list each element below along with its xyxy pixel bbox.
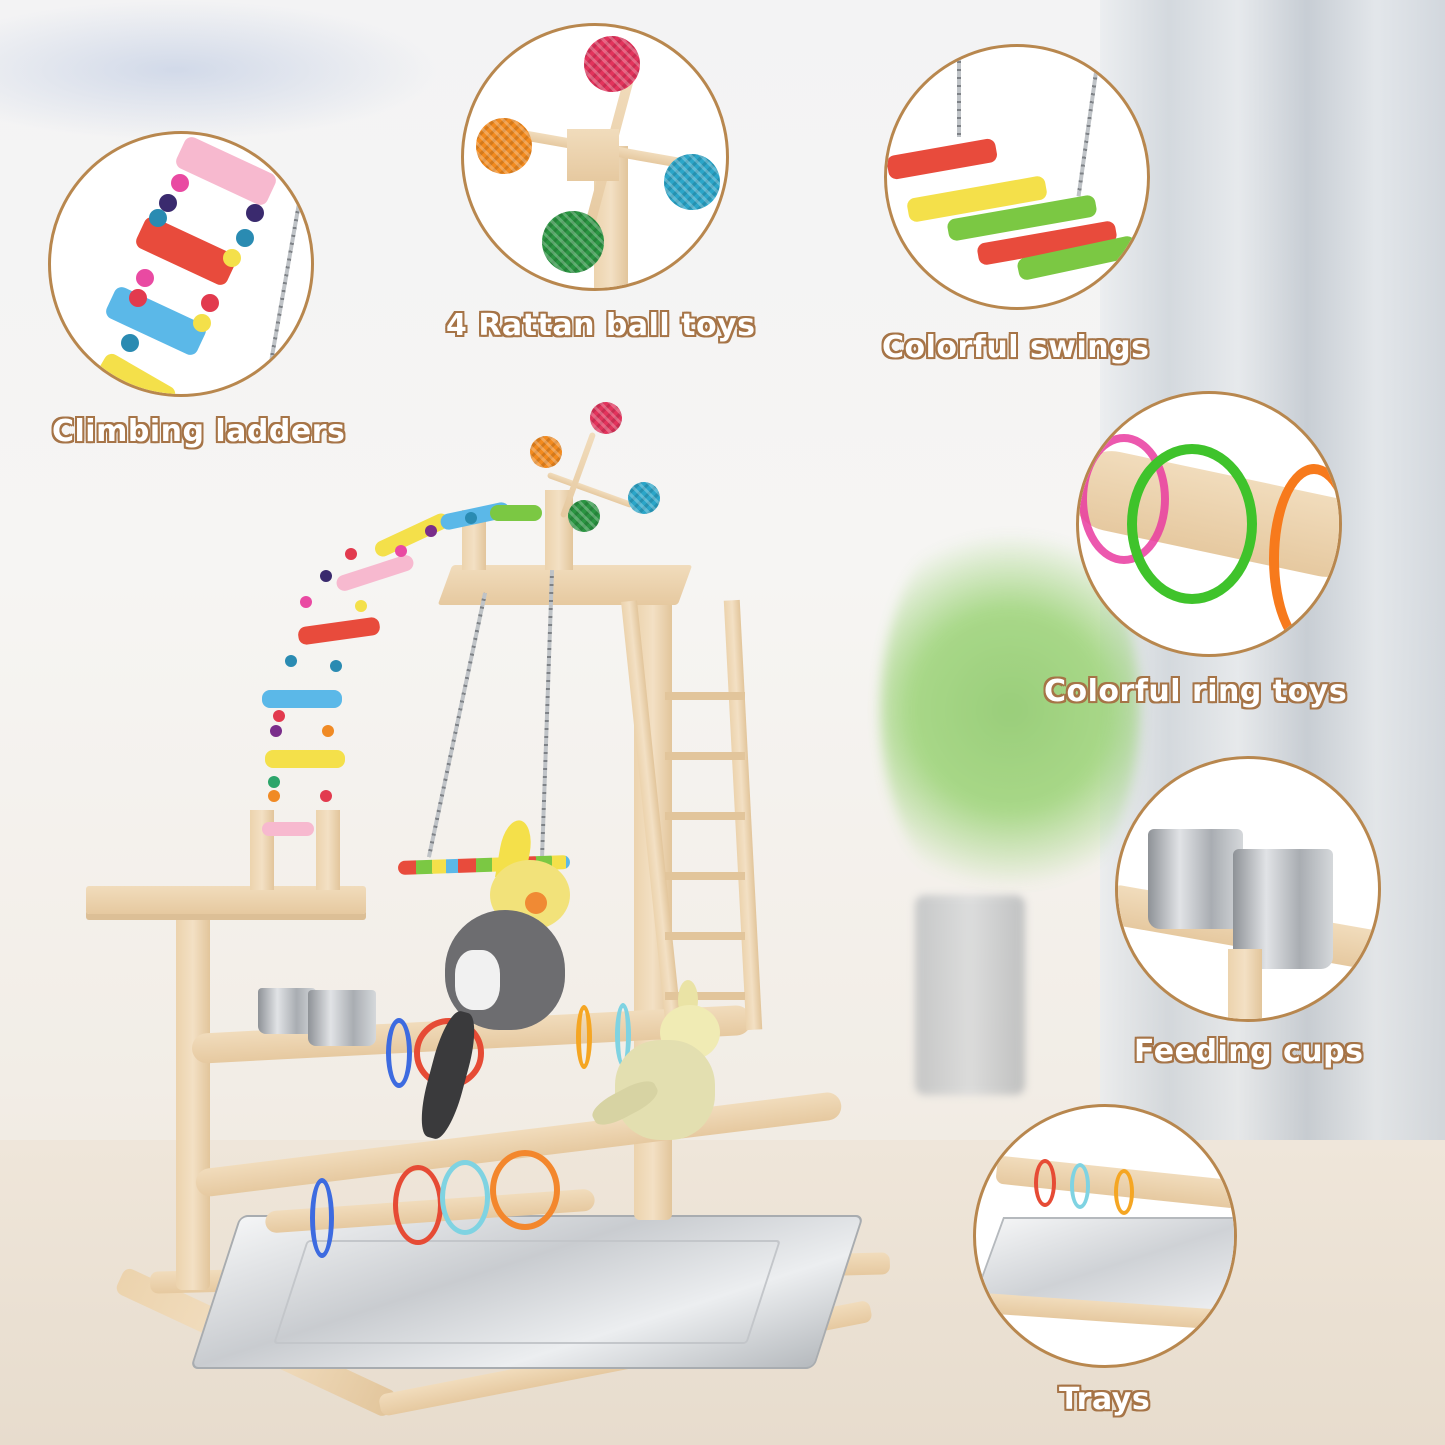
label-colorful-ring-toys: Colorful ring toys xyxy=(1044,674,1348,709)
background-plant-pot xyxy=(915,895,1025,1095)
label-rattan-ball-toys: 4 Rattan ball toys xyxy=(446,308,756,343)
post-left xyxy=(176,910,210,1290)
ladder-post-left-b xyxy=(316,810,340,890)
ring-blue-upper xyxy=(386,1018,412,1088)
platform-left xyxy=(86,886,366,914)
feature-circle-colorful-ring-toys xyxy=(1076,391,1342,657)
ring-red-lower xyxy=(393,1165,443,1245)
label-feeding-cups: Feeding cups xyxy=(1134,1034,1364,1069)
label-trays: Trays xyxy=(1059,1382,1151,1417)
feature-circle-colorful-swings xyxy=(884,44,1150,310)
ring-cyan-lower xyxy=(440,1160,490,1235)
feeding-cup-left xyxy=(258,988,316,1034)
ring-orange-lower xyxy=(490,1150,560,1230)
wood-ladder-rungs xyxy=(665,640,745,1020)
feature-circle-climbing-ladders xyxy=(48,131,314,397)
feeding-cup-right xyxy=(308,990,376,1046)
feature-circle-feeding-cups xyxy=(1115,756,1381,1022)
feature-circle-rattan-ball-toys xyxy=(461,23,729,291)
steel-tray-inner xyxy=(273,1240,781,1344)
label-colorful-swings: Colorful swings xyxy=(882,330,1150,365)
platform-top xyxy=(437,565,693,605)
label-climbing-ladders: Climbing ladders xyxy=(52,414,346,449)
ring-blue-lower xyxy=(310,1178,334,1258)
cockatiel-yellow xyxy=(587,980,730,1180)
feature-circle-trays xyxy=(973,1104,1237,1368)
background-blur-top xyxy=(0,0,440,140)
ring-orange-upper xyxy=(576,1005,592,1069)
cockatiel-grey xyxy=(413,817,580,1143)
